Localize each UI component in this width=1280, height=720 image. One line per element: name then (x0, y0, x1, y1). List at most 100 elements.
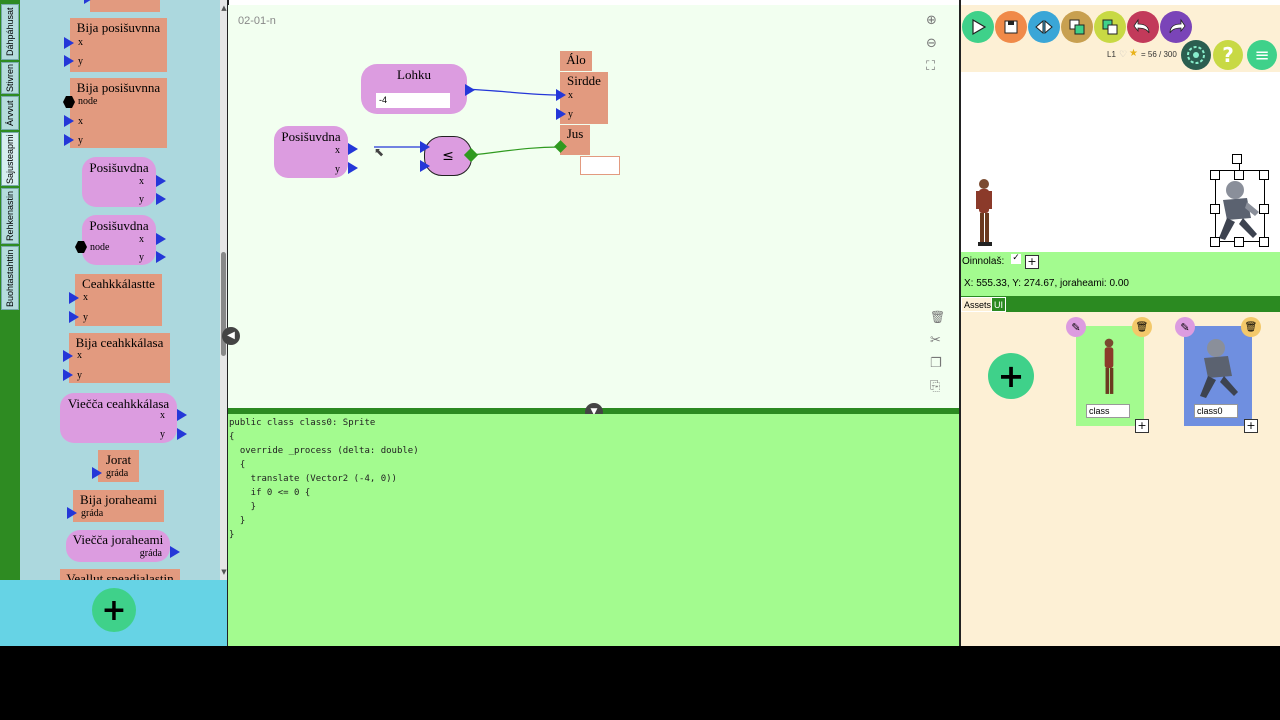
resize-handle-b[interactable] (1234, 237, 1244, 247)
collapse-palette-icon[interactable]: ◀ (222, 327, 240, 345)
add-block-button[interactable]: + (92, 588, 136, 632)
zoom-in-icon[interactable]: ⊕ (926, 13, 937, 28)
port-y-arrow (156, 193, 166, 205)
resize-handle-tr[interactable] (1259, 170, 1269, 180)
app-window: Dáhpáhusat Stivren Árvvut Sajusteapmi Re… (0, 0, 1280, 646)
resize-handle-br[interactable] (1259, 237, 1269, 247)
resize-handle-tl[interactable] (1210, 170, 1220, 180)
scroll-up-arrow[interactable]: ▲ (221, 4, 227, 12)
tab-stivren[interactable]: Stivren (1, 62, 19, 94)
port-x-arrow[interactable] (556, 89, 566, 101)
paste-icon[interactable]: ⎘ (930, 379, 941, 394)
add-panel: + (0, 580, 228, 646)
asset-name-field[interactable]: class (1086, 404, 1130, 418)
add-instance-button[interactable]: + (1135, 419, 1149, 433)
play-button[interactable] (962, 11, 994, 43)
port-y-arrow[interactable] (556, 108, 566, 120)
resize-handle-t[interactable] (1234, 170, 1244, 180)
undo-icon (1133, 18, 1150, 34)
palette-block-bija-ceahkkalasa[interactable]: Bija ceahkkálasa x y (63, 333, 170, 383)
visible-checkbox[interactable]: ✓ (1011, 253, 1021, 264)
rotate-handle[interactable] (1232, 154, 1242, 164)
zoom-out-icon[interactable]: ⊖ (926, 36, 937, 51)
tab-rehkenastin[interactable]: Rehkenastin (1, 188, 19, 244)
undo-button[interactable] (1127, 11, 1159, 43)
port-x-arrow (156, 233, 166, 245)
game-stage[interactable] (961, 72, 1280, 252)
palette-category-tabs: Dáhpáhusat Stivren Árvvut Sajusteapmi Re… (0, 0, 20, 580)
jus-body-slot[interactable] (580, 156, 620, 175)
edit-pencil-icon[interactable]: ✎ (1066, 317, 1086, 337)
port-y-arrow (64, 134, 74, 146)
delete-trash-icon[interactable]: 🗑 (1241, 317, 1261, 337)
asset-name-field[interactable]: class0 (1194, 404, 1238, 418)
port-x-arrow[interactable] (348, 143, 358, 155)
help-button[interactable]: ? (1213, 40, 1243, 70)
node-alo[interactable]: Álo (560, 51, 592, 71)
code-view[interactable]: public class class0: Sprite { override _… (228, 414, 959, 646)
resize-handle-bl[interactable] (1210, 237, 1220, 247)
layers-icon (1102, 19, 1118, 35)
add-property-button[interactable]: + (1025, 255, 1039, 269)
node-canvas[interactable]: 02-01-n Lohku -4 Posišuvdna x y ⬉ ≤ (228, 5, 959, 408)
palette-block-posisuvdna[interactable]: Posišuvdna x y (82, 157, 166, 207)
palette-block-vieca-ceahkkalasa[interactable]: Viečča ceahkkálasa x y (60, 393, 187, 443)
copy-layer-button[interactable] (1094, 11, 1126, 43)
node-port-hex (75, 241, 87, 253)
flip-button[interactable] (1028, 11, 1060, 43)
fit-view-icon[interactable]: ⛶ (926, 59, 936, 74)
add-asset-button[interactable]: + (988, 353, 1034, 399)
asset-card-class[interactable]: class (1076, 326, 1144, 426)
compare-input-a-arrow[interactable] (420, 141, 430, 153)
copy-icon[interactable]: ❐ (930, 356, 942, 371)
node-posisuvdna[interactable]: Posišuvdna x y (274, 126, 358, 178)
question-icon: ? (1222, 43, 1234, 67)
palette-scrollbar-thumb[interactable] (221, 252, 226, 356)
add-instance-button[interactable]: + (1244, 419, 1258, 433)
sprite-class0-character[interactable] (1213, 178, 1263, 242)
tab-arvvut[interactable]: Árvvut (1, 96, 19, 130)
play-icon (972, 18, 987, 36)
sprite-class-character[interactable] (973, 176, 995, 250)
trash-icon[interactable]: 🗑 (930, 310, 946, 324)
compare-input-b-arrow[interactable] (420, 160, 430, 172)
menu-button[interactable]: ≡ (1247, 40, 1277, 70)
tab-dahpahusat[interactable]: Dáhpáhusat (1, 4, 19, 60)
palette-block-bija-posisuvnna-node[interactable]: Bija posišuvnna node x y (63, 78, 167, 148)
delete-trash-icon[interactable]: 🗑 (1132, 317, 1152, 337)
asset-card-class0[interactable]: class0 (1184, 326, 1252, 426)
save-button[interactable] (995, 11, 1027, 43)
lohku-value-input[interactable]: -4 (376, 93, 450, 108)
duplicate-icon (1069, 19, 1085, 35)
settings-button[interactable] (1181, 40, 1211, 70)
node-lohku[interactable]: Lohku -4 (361, 64, 475, 114)
palette-block-ceahkkalastte[interactable]: Ceahkkálastte x y (69, 274, 162, 326)
port-y-arrow[interactable] (348, 162, 358, 174)
duplicate-button[interactable] (1061, 11, 1093, 43)
node-sirdde[interactable]: Sirdde x y (556, 72, 608, 124)
edit-pencil-icon[interactable]: ✎ (1175, 317, 1195, 337)
palette-block-bija-joraheami[interactable]: Bija joraheami gráda (67, 490, 164, 522)
resize-handle-r[interactable] (1259, 204, 1269, 214)
output-arrow[interactable] (465, 84, 475, 96)
tab-sajusteapmi[interactable]: Sajusteapmi (1, 132, 19, 186)
flip-icon (1035, 19, 1053, 35)
palette-block-vieca-joraheami[interactable]: Viečča joraheami gráda (66, 530, 180, 562)
tab-ui[interactable]: UI (991, 297, 1006, 312)
port-y-arrow (177, 428, 187, 440)
palette-block-posisuvdna-node[interactable]: Posišuvdna node x y (75, 215, 166, 265)
palette-block-bija-posisuvnna[interactable]: Bija posišuvnna x y (64, 18, 167, 72)
palette-block-partial[interactable] (84, 0, 160, 12)
node-jus[interactable]: Jus (554, 125, 590, 155)
resize-handle-l[interactable] (1210, 204, 1220, 214)
tab-assets[interactable]: Assets (961, 297, 995, 312)
redo-button[interactable] (1160, 11, 1192, 43)
palette-block-veallut-speadjalastin[interactable]: Veallut speadjalastin (60, 569, 180, 580)
coords-readout: X: 555.33, Y: 274.67, joraheami: 0.00 (964, 278, 1129, 289)
tab-buohtastahttin[interactable]: Buohtastahttin (1, 246, 19, 310)
port-y-arrow (156, 251, 166, 263)
scroll-down-arrow[interactable]: ▼ (221, 568, 227, 576)
palette-block-jorat[interactable]: Jorat gráda (92, 450, 139, 482)
scissors-icon[interactable]: ✂ (930, 333, 941, 348)
mouse-cursor-icon: ⬉ (374, 145, 385, 159)
